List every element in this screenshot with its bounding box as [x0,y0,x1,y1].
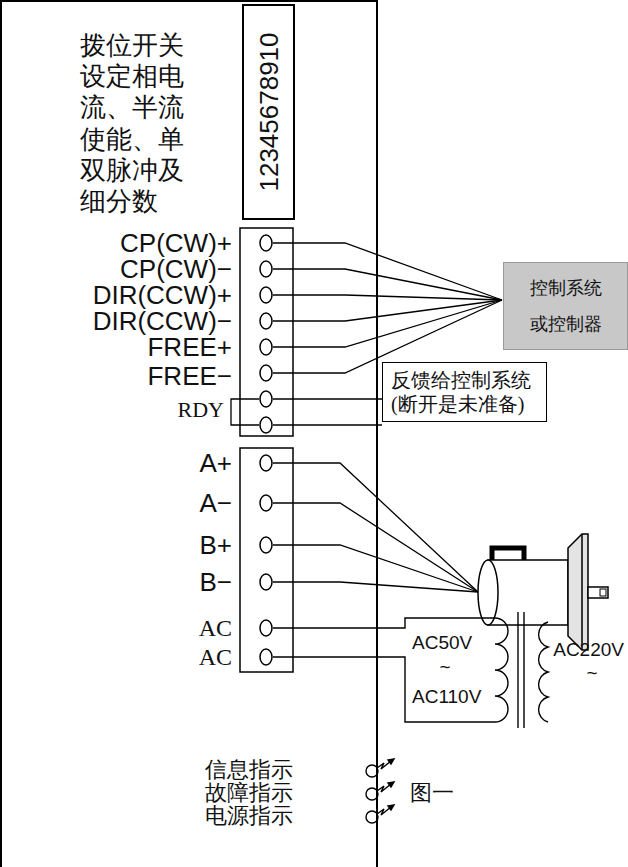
motor-wire [273,463,478,592]
controller-box: 控制系统 或控制器 [503,262,628,350]
terminal [260,287,272,303]
indicator-led [388,782,394,787]
terminal-block [240,228,293,436]
terminal [260,261,272,277]
pin-label: CP(CW)+ [120,229,232,258]
node-text: 反馈给控制系统(断开是未准备) [391,368,538,416]
terminal [260,537,272,553]
signal-wire [273,300,502,347]
signal-wire [231,399,259,425]
terminal [260,417,272,433]
stepper-motor [478,534,608,650]
voltage-label: AC110V [412,687,481,708]
motor-wire [273,463,478,592]
signal-wire [273,243,502,300]
pin-label: DIR(CCW)+ [93,281,232,310]
signal-wire [273,398,382,399]
terminal-block [240,448,293,672]
voltage-label: ~ [439,657,450,678]
indicator-label: 信息指示 [205,758,293,782]
driver-housing: 拨位开关设定相电流、半流使能、单双脉冲及细分数 12345678910 [0,0,378,867]
indicator-label: 电源指示 [205,804,293,828]
stepper-motor [581,534,583,650]
indicator-label: 故障指示 [205,781,293,805]
pin-label: CP(CW)− [120,255,232,284]
terminal [260,649,272,665]
transformer [273,612,548,728]
stepper-motor [488,560,568,625]
indicator-led [388,805,394,810]
terminal [260,365,272,381]
figure-caption: 图一 [410,781,454,805]
pin-label: FREE+ [147,333,232,362]
voltage-label: AC50V [412,633,472,654]
pin-label: A+ [199,449,232,478]
stepper-motor [600,589,606,596]
transformer [517,612,518,728]
stepper-motor [568,534,588,650]
signal-wire [273,295,502,300]
terminal [260,313,272,329]
callout-box: 反馈给控制系统(断开是未准备) [382,362,547,422]
indicator-led [388,759,394,764]
terminal [260,620,272,636]
signal-wire [273,269,502,300]
transformer [273,657,495,722]
terminal [260,495,272,511]
pin-label: B+ [199,531,232,560]
transformer [523,612,524,728]
motor-wire [273,582,478,592]
dip-switch: 12345678910 [242,4,295,220]
motor-wire [273,545,478,592]
terminal [260,391,272,407]
pin-label: FREE− [147,362,232,391]
voltage-label: AC220V [553,640,624,661]
terminal [260,455,272,471]
node-text: 拨位开关设定相电流、半流使能、单双脉冲及细分数 [80,30,189,217]
pin-label: A− [199,489,232,518]
pin-label: B− [199,568,232,597]
stepper-motor [478,560,498,625]
transformer [539,622,548,722]
transformer [495,618,508,722]
pin-label: DIR(CCW)− [93,307,232,336]
pin-label: RDY [178,398,224,422]
terminal [260,235,272,251]
terminal [260,235,272,665]
pin-label: AC [199,644,232,670]
terminal [260,574,272,590]
node-text: 控制系统 或控制器 [521,270,611,342]
stepper-motor [492,548,524,560]
terminal [260,339,272,355]
voltage-label: ~ [586,663,597,684]
transformer [273,618,495,628]
motor-wire [273,503,478,592]
signal-wire [273,424,382,425]
switch-numbers: 12345678910 [256,32,282,191]
stepper-motor [588,587,608,598]
pin-label: AC [199,615,232,641]
indicator-led [366,759,394,823]
